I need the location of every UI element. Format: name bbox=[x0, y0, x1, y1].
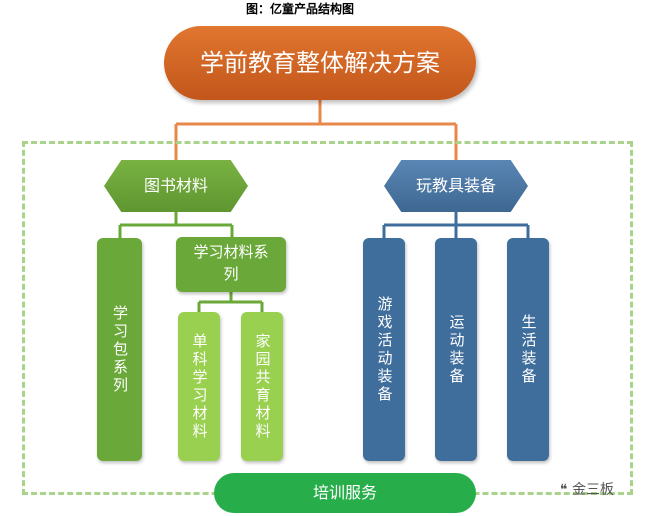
single-subject-material-node: 单科学习材料 bbox=[178, 312, 220, 461]
home-school-material-node: 家园共育材料 bbox=[241, 312, 283, 461]
figure-caption: 图：亿童产品结构图 bbox=[245, 2, 354, 16]
chat-bubble-icon: ❝ bbox=[560, 482, 568, 498]
training-service-node: 培训服务 bbox=[214, 473, 476, 513]
game-activity-equipment-node: 游戏活动装备 bbox=[363, 238, 405, 461]
sports-equipment-node: 运动装备 bbox=[435, 238, 477, 461]
game-activity-equipment-label: 游戏活动装备 bbox=[375, 295, 394, 404]
left-branch-node: 图书材料 bbox=[104, 160, 248, 212]
watermark-text: 金三板 bbox=[572, 482, 614, 498]
study-pack-series-node: 学习包系列 bbox=[97, 238, 142, 461]
right-branch-node: 玩教具装备 bbox=[384, 160, 528, 212]
life-equipment-node: 生活装备 bbox=[507, 238, 549, 461]
life-equipment-label: 生活装备 bbox=[519, 313, 538, 386]
study-pack-series-label: 学习包系列 bbox=[111, 304, 129, 395]
root-node: 学前教育整体解决方案 bbox=[164, 26, 476, 100]
study-material-series-node: 学习材料系列 bbox=[176, 237, 286, 292]
home-school-material-label: 家园共育材料 bbox=[253, 332, 272, 441]
sports-equipment-label: 运动装备 bbox=[447, 313, 466, 386]
watermark: ❝ 金三板 bbox=[560, 479, 652, 501]
single-subject-material-label: 单科学习材料 bbox=[190, 332, 209, 441]
